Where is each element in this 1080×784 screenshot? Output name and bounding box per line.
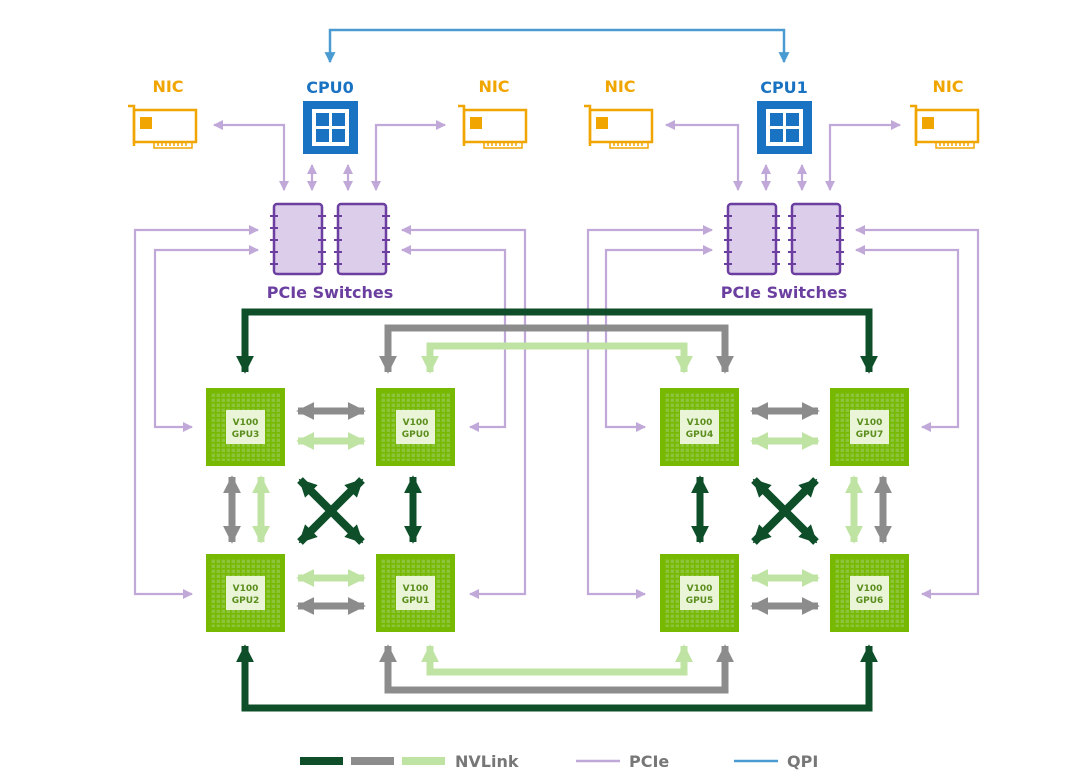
gpu-name-label: GPU6 bbox=[856, 596, 884, 606]
gpu-chip-icon bbox=[206, 388, 285, 466]
gpu-model-label: V100 bbox=[403, 584, 429, 594]
gpu-gpu0: V100 GPU0 bbox=[376, 388, 455, 466]
gpu-name-label: GPU2 bbox=[232, 596, 260, 606]
gpu-chip-icon bbox=[660, 554, 739, 632]
gpu-chip-icon bbox=[660, 388, 739, 466]
nic-card-1: NIC bbox=[458, 77, 528, 149]
gpu-name-label: GPU4 bbox=[686, 430, 714, 440]
nic-label: NIC bbox=[152, 77, 183, 96]
nic-card-icon bbox=[128, 104, 198, 149]
cpu-label: CPU0 bbox=[306, 78, 354, 97]
pcie-switch-icon bbox=[724, 202, 780, 276]
gpu-gpu4: V100 GPU4 bbox=[660, 388, 739, 466]
legend-nvlink-light-swatch bbox=[402, 757, 445, 765]
gpu-name-label: GPU7 bbox=[856, 430, 884, 440]
nic-card-icon bbox=[584, 104, 654, 149]
legend-nvlink-dark-swatch bbox=[300, 757, 343, 765]
gpu-chip-icon bbox=[206, 554, 285, 632]
gpu-name-label: GPU5 bbox=[686, 596, 714, 606]
cpu-1: CPU1 bbox=[757, 78, 812, 154]
pcie-switches-label: PCIe Switches bbox=[267, 283, 394, 302]
legend-qpi-label: QPI bbox=[787, 752, 818, 771]
nic-label: NIC bbox=[604, 77, 635, 96]
gpu-gpu2: V100 GPU2 bbox=[206, 554, 285, 632]
gpu-name-label: GPU1 bbox=[402, 596, 430, 606]
cpu-0: CPU0 bbox=[303, 78, 358, 154]
nic-card-3: NIC bbox=[910, 77, 980, 149]
gpu-model-label: V100 bbox=[857, 418, 883, 428]
gpu-name-label: GPU3 bbox=[232, 430, 260, 440]
nic-card-0: NIC bbox=[128, 77, 198, 149]
gpu-model-label: V100 bbox=[687, 584, 713, 594]
pcie-switch-icon bbox=[788, 202, 844, 276]
legend-nvlink-label: NVLink bbox=[455, 752, 519, 771]
cpu-label: CPU1 bbox=[760, 78, 808, 97]
nic-label: NIC bbox=[932, 77, 963, 96]
gpu-chip-icon bbox=[376, 554, 455, 632]
gpu-gpu3: V100 GPU3 bbox=[206, 388, 285, 466]
legend-qpi: QPI bbox=[734, 752, 818, 771]
pcie-switch-icon bbox=[334, 202, 390, 276]
nic-label: NIC bbox=[478, 77, 509, 96]
gpu-gpu7: V100 GPU7 bbox=[830, 388, 909, 466]
gpu-model-label: V100 bbox=[687, 418, 713, 428]
gpu-model-label: V100 bbox=[403, 418, 429, 428]
gpu-chip-icon bbox=[830, 554, 909, 632]
gpu-model-label: V100 bbox=[233, 418, 259, 428]
gpu-name-label: GPU0 bbox=[402, 430, 430, 440]
gpu-gpu1: V100 GPU1 bbox=[376, 554, 455, 632]
gpu-chip-icon bbox=[376, 388, 455, 466]
gpu-model-label: V100 bbox=[233, 584, 259, 594]
pcie-switch-group-right: PCIe Switches bbox=[721, 202, 848, 302]
pcie-links bbox=[133, 120, 980, 599]
gpu-chip-icon bbox=[830, 388, 909, 466]
nvlink-links bbox=[223, 308, 892, 712]
gpu-gpu5: V100 GPU5 bbox=[660, 554, 739, 632]
legend-nvlink: NVLink bbox=[300, 752, 519, 771]
legend-pcie: PCIe bbox=[576, 752, 669, 771]
qpi-link bbox=[324, 28, 790, 64]
pcie-switches-label: PCIe Switches bbox=[721, 283, 848, 302]
pcie-switch-icon bbox=[270, 202, 326, 276]
nic-card-2: NIC bbox=[584, 77, 654, 149]
legend: NVLink PCIe QPI bbox=[300, 752, 818, 771]
legend-nvlink-gray-swatch bbox=[351, 757, 394, 765]
nic-card-icon bbox=[458, 104, 528, 149]
legend-pcie-label: PCIe bbox=[629, 752, 669, 771]
nic-card-icon bbox=[910, 104, 980, 149]
pcie-switch-group-left: PCIe Switches bbox=[267, 202, 394, 302]
gpu-gpu6: V100 GPU6 bbox=[830, 554, 909, 632]
gpu-model-label: V100 bbox=[857, 584, 883, 594]
